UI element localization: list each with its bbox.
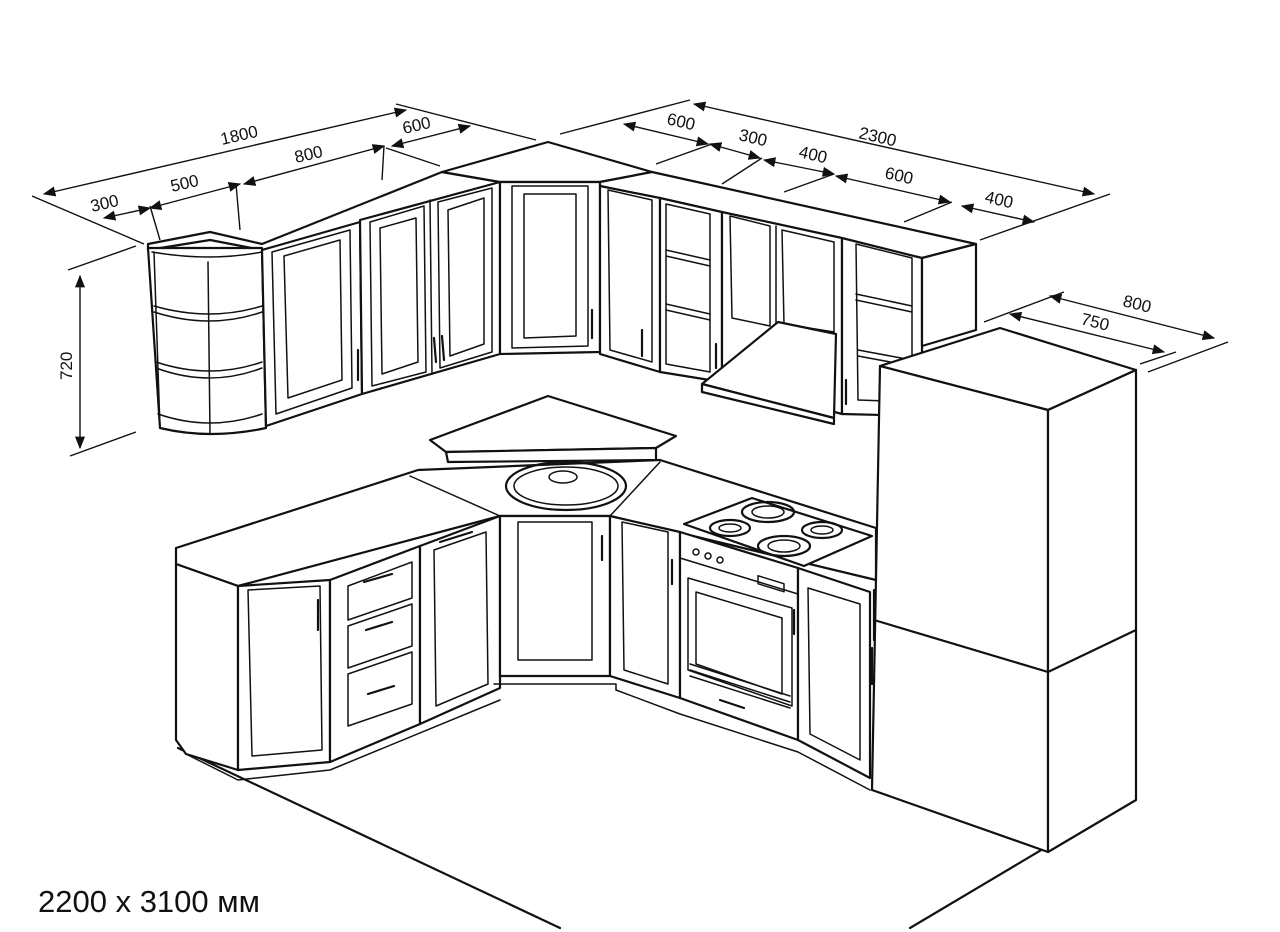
dim-750-fridge: 750	[1079, 309, 1111, 334]
dim-400-right-a: 400	[797, 142, 829, 167]
dim-600-left: 600	[401, 113, 433, 138]
dim-400-right-b: 400	[983, 187, 1015, 212]
dim-800-fridge: 800	[1121, 291, 1153, 316]
upper-corner-cabinet	[440, 140, 654, 356]
cooktop	[682, 496, 874, 568]
corner-top-shelf	[428, 394, 678, 464]
dim-300-shelf: 300	[89, 191, 121, 216]
dim-720: 720	[57, 352, 76, 380]
upper-cabinet-300	[598, 184, 662, 374]
dim-600-right-b: 600	[883, 163, 915, 188]
upper-cabinet-400-glass	[658, 196, 724, 384]
open-corner-shelf	[146, 246, 268, 436]
base-corner-cabinet	[493, 514, 617, 691]
dimension-lines	[31, 99, 1229, 457]
refrigerator	[870, 326, 1138, 854]
oven	[678, 530, 800, 742]
dim-2300: 2300	[857, 123, 898, 150]
round-sink	[504, 460, 628, 512]
upper-left-cabinets	[146, 170, 502, 436]
dim-500: 500	[169, 171, 201, 196]
upper-cabinet-500	[260, 220, 364, 428]
room-size-caption: 2200 x 3100 мм	[38, 884, 260, 919]
upper-cabinet-800	[358, 180, 502, 396]
base-right-cabinets	[608, 514, 872, 791]
base-left-cabinets	[174, 514, 502, 781]
dim-300-right: 300	[737, 125, 769, 150]
dim-600-right-a: 600	[665, 109, 697, 134]
range-hood	[700, 320, 838, 426]
